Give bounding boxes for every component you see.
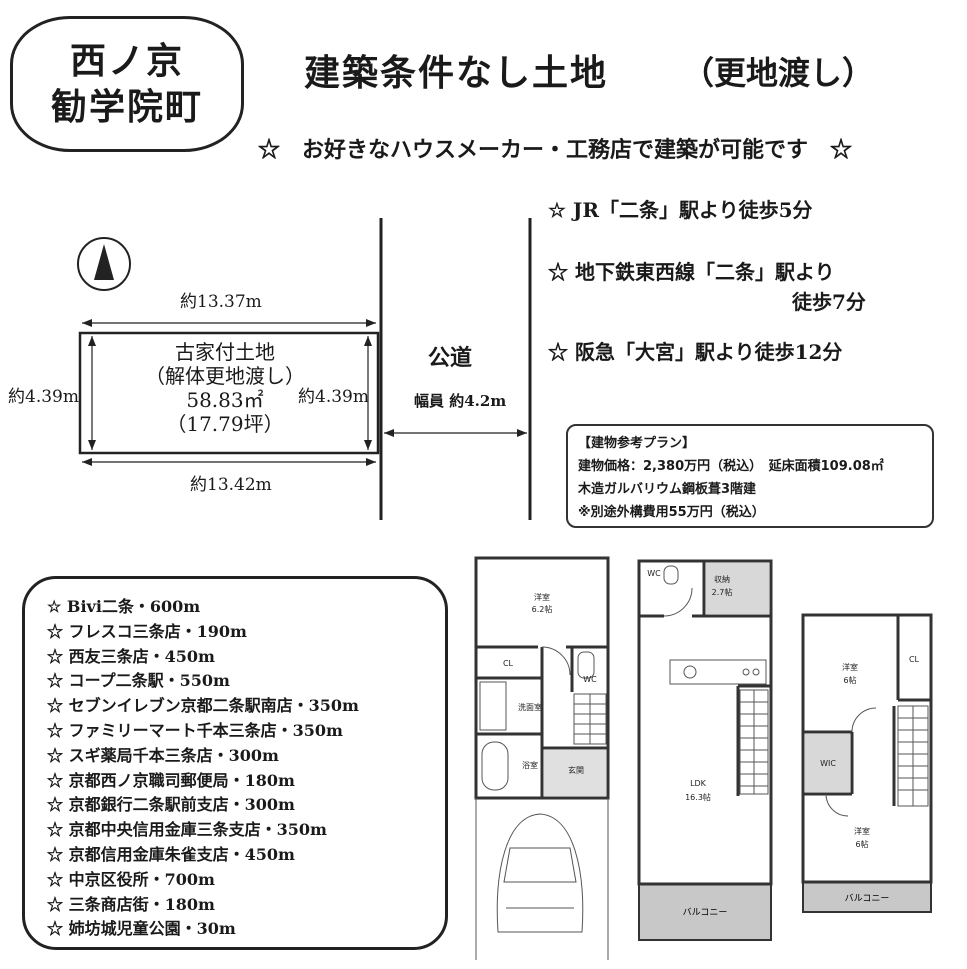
floorplan-2f: WC 収納 2.7帖 LDK 16.3帖 バルコニー [637,559,773,941]
reference-plan-box: 【建物参考プラン】 建物価格：2,380万円（税込） 延床面積109.08㎡ 木… [566,424,934,528]
fp1-wc: WC [583,675,597,684]
access-subway-walk: 徒歩7分 [792,290,866,314]
fp2-storage-name: 収納 [714,574,730,584]
fp3-room1-name: 洋室 [842,662,858,672]
nearby-item: ☆ 中京区役所・700m [47,869,215,889]
fp2-wc: WC [647,569,661,578]
fp1-washroom: 洗面室 [518,702,542,712]
site-diagram [77,218,532,520]
plan-heading: 【建物参考プラン】 [578,436,696,451]
fp2-ldk-size: 16.3帖 [685,792,711,802]
fp2-storage-size: 2.7帖 [712,587,733,597]
fp2-ldk-name: LDK [690,779,707,788]
plot-right-depth: 約4.39m [298,387,369,407]
area-name-line2: 勧学院町 [50,86,203,128]
nearby-item: ☆ 西友三条店・450m [47,646,215,666]
plot-condition: （解体更地渡し） [145,364,305,388]
plot-top-width: 約13.37m [180,292,262,312]
listing-subtitle: （更地渡し） [682,54,875,92]
plot-outline [78,331,380,455]
fp3-room1-size: 6帖 [843,675,856,685]
nearby-item: ☆ セブンイレブン京都二条駅南店・350m [47,696,359,716]
access-jr: ☆ JR「二条」駅より徒歩5分 [548,198,813,222]
area-name-line1: 西ノ京 [69,40,184,82]
access-subway: ☆ 地下鉄東西線「二条」駅より [548,260,835,284]
nearby-facilities-box: ☆ Bivi二条・600m ☆ フレスコ三条店・190m ☆ 西友三条店・450… [22,576,448,950]
fp1-entrance: 玄関 [568,765,584,775]
nearby-item: ☆ 姉坊城児童公園・30m [47,919,236,939]
fp3-cl: CL [909,655,920,664]
fp3-room2-name: 洋室 [854,826,870,836]
nearby-item: ☆ Bivi二条・600m [47,597,201,616]
plan-price: 建物価格：2,380万円（税込） 延床面積109.08㎡ [578,459,884,474]
tagline: ☆ お好きなハウスメーカー・工務店で建築が可能です ☆ [258,137,853,163]
plot-name: 古家付土地 [175,340,275,364]
fp1-room-size: 6.2帖 [532,604,553,614]
plot-area-sqm: 58.83㎡ [186,388,264,412]
area-name-badge: 西ノ京 勧学院町 [10,16,244,152]
nearby-item: ☆ フレスコ三条店・190m [47,621,247,641]
road-width: 幅員 約4.2m [414,392,507,410]
nearby-item: ☆ スギ薬局千本三条店・300m [47,745,279,765]
fp1-room-name: 洋室 [534,592,550,602]
floorplan-1f: 洋室 6.2帖 CL WC 洗面室 浴室 玄関 [474,556,610,960]
fp2-balcony: バルコニー [683,907,728,918]
fp1-cl: CL [503,659,514,668]
plan-extra-cost: ※別途外構費用55万円（税込） [578,505,765,520]
nearby-item: ☆ 京都中央信用金庫三条支店・350m [47,820,327,840]
nearby-item: ☆ 京都銀行二条駅前支店・300m [47,795,295,815]
nearby-item: ☆ 三条商店街・180m [47,894,215,914]
plot-left-depth: 約4.39m [8,387,79,407]
floorplan-3f: 洋室 6帖 CL WIC 洋室 6帖 バルコニー [801,613,933,913]
nearby-item: ☆ 京都西ノ京職司郵便局・180m [47,770,295,790]
road-label: 公道 [428,345,473,371]
plot-info: 古家付土地 （解体更地渡し） 58.83㎡ （17.79坪） [100,340,350,436]
fp3-room2-size: 6帖 [855,839,868,849]
listing-title: 建築条件なし土地 [304,52,609,94]
plot-bottom-width: 約13.42m [190,475,272,495]
plan-structure: 木造ガルバリウム鋼板葺3階建 [578,482,757,497]
plot-area-tsubo: （17.79坪） [166,412,284,436]
north-compass-icon [77,237,131,291]
fp3-balcony: バルコニー [845,893,890,904]
nearby-item: ☆ コープ二条駅・550m [47,671,230,691]
fp3-wic: WIC [820,759,836,768]
nearby-item: ☆ 京都信用金庫朱雀支店・450m [47,844,295,864]
fp1-bath: 浴室 [522,760,538,770]
nearby-item: ☆ ファミリーマート千本三条店・350m [47,720,343,740]
access-hankyu: ☆ 阪急「大宮」駅より徒歩12分 [548,340,843,364]
